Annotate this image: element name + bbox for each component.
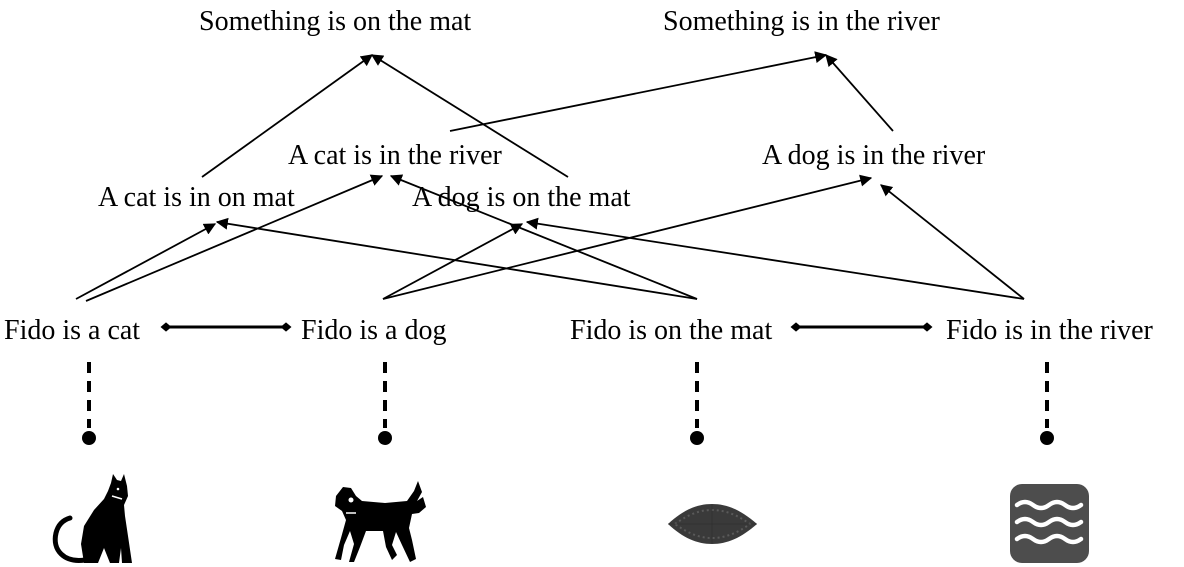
ground-dot-mat — [690, 431, 704, 445]
node-something-river: Something is in the river — [663, 6, 941, 37]
node-cat-river: A cat is in the river — [288, 140, 503, 171]
node-fido-cat: Fido is a cat — [4, 315, 140, 346]
grounding-links — [82, 362, 1054, 445]
ground-dot-river — [1040, 431, 1054, 445]
node-something-mat: Something is on the mat — [199, 6, 471, 37]
node-fido-dog: Fido is a dog — [301, 315, 446, 346]
cat-icon — [52, 474, 132, 563]
node-fido-mat: Fido is on the mat — [570, 315, 772, 346]
river-icon — [1010, 484, 1089, 563]
node-cat-mat: A cat is in on mat — [98, 182, 295, 213]
edge-dogriver-to-somethingriver — [825, 54, 894, 132]
edge-fidocat-to-catmat — [75, 223, 217, 300]
dog-icon — [335, 481, 426, 562]
node-fido-river: Fido is in the river — [946, 315, 1154, 346]
node-dog-river: A dog is in the river — [762, 140, 986, 171]
edge-fidomat-to-catriver — [389, 174, 698, 300]
edge-catmat-to-somethingmat — [201, 54, 373, 178]
edge-fidodog-to-dogriver — [382, 174, 873, 300]
edge-catriver-to-somethingriver — [449, 51, 828, 132]
edge-fidoriver-to-dogriver — [880, 184, 1025, 300]
ground-dot-cat — [82, 431, 96, 445]
node-dog-mat: A dog is on the mat — [412, 182, 631, 213]
edge-fidodog-to-dogmat — [382, 223, 524, 300]
edge-fidomat-to-catmat — [215, 217, 698, 300]
edge-dogmat-to-somethingmat — [370, 54, 569, 178]
node-labels: Something is on the mat Something is in … — [4, 6, 1154, 346]
edge-fidoriver-to-dogmat — [525, 217, 1025, 300]
edge-fidocat-to-catriver — [85, 174, 384, 302]
mat-icon — [668, 504, 757, 544]
ground-dot-dog — [378, 431, 392, 445]
entailment-edges — [75, 51, 1025, 302]
